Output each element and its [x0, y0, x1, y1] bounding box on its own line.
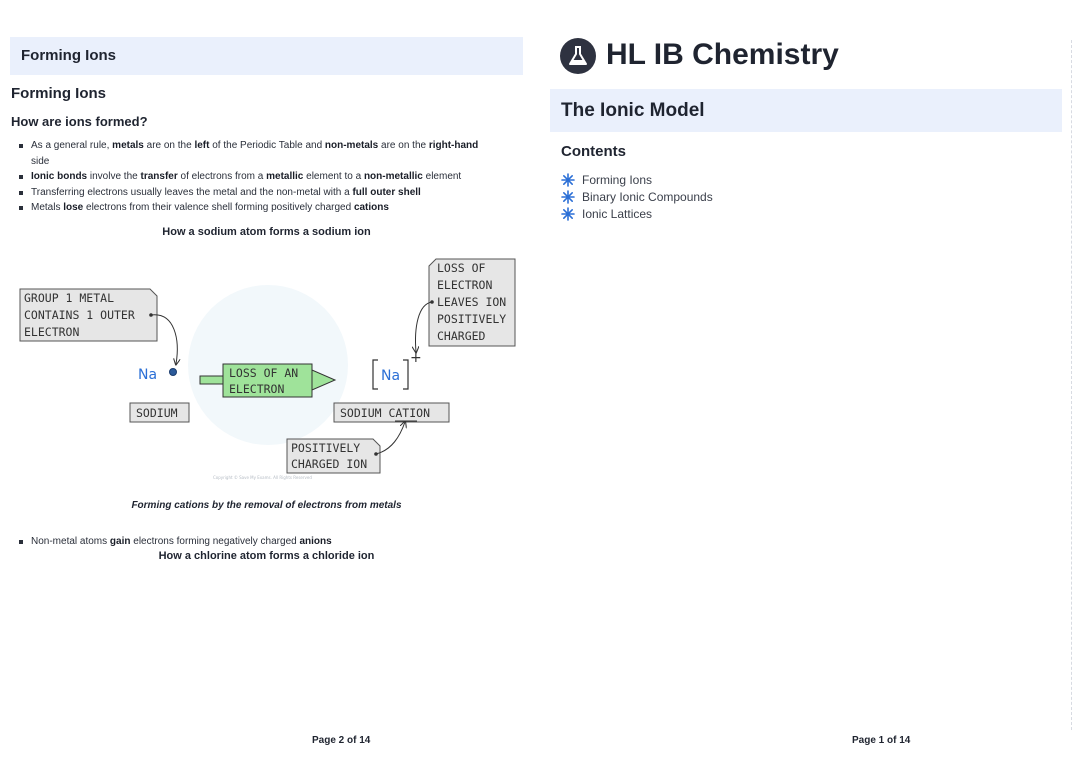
arrow-label-1: LOSS OF AN — [229, 366, 298, 380]
contents-item-label: Binary Ionic Compounds — [582, 190, 713, 204]
ion-charge: + — [410, 350, 422, 366]
contents-item[interactable]: Binary Ionic Compounds — [561, 189, 713, 206]
loss-of-electron-arrow: LOSS OF AN ELECTRON — [199, 363, 337, 398]
contents-title: Contents — [561, 143, 626, 160]
bullet-text: As a general rule, — [31, 140, 113, 151]
sodium-label-text: SODIUM — [136, 406, 178, 420]
group-box-line-2: CONTAINS 1 OUTER — [24, 308, 135, 322]
pointer-arrow-2 — [416, 301, 433, 352]
bullet-text: cations — [353, 202, 389, 213]
group-box-line-3: ELECTRON — [24, 325, 79, 339]
group-1-metal-box: GROUP 1 METAL CONTAINS 1 OUTER ELECTRON — [19, 288, 158, 342]
brand-logo — [560, 38, 596, 74]
bullet-list-2: Non-metal atoms gain electrons forming n… — [10, 534, 495, 550]
sodium-label: SODIUM — [129, 402, 190, 423]
bullet-text: right-hand — [428, 140, 479, 151]
bullet-text: gain — [109, 536, 131, 547]
sodium-ion-diagram: GROUP 1 METAL CONTAINS 1 OUTER ELECTRON … — [19, 258, 516, 480]
asterisk-icon — [561, 190, 575, 204]
bullet-text: Ionic bonds — [31, 171, 88, 182]
positively-charged-box: POSITIVELY CHARGED ION — [286, 438, 381, 474]
subsection-title: How are ions formed? — [11, 114, 148, 129]
loss-box-line-2: ELECTRON — [437, 278, 492, 292]
bullet-text: full outer shell — [352, 186, 421, 198]
bullet-text: non-metallic — [363, 171, 423, 182]
bullet-item: As a general rule, metals are on the lef… — [10, 138, 495, 169]
bullet-text: electrons forming negatively charged — [130, 536, 300, 547]
bullet-text: Transferring electrons usually leaves th… — [31, 186, 353, 198]
contents-item-label: Forming Ions — [582, 173, 653, 187]
page-number-right: Page 1 of 14 — [852, 735, 911, 746]
sodium-cation-label: SODIUM CATION — [333, 402, 450, 423]
section-title: Forming Ions — [11, 85, 106, 102]
bullet-text: element to a — [303, 171, 364, 182]
figure-title: How a sodium atom forms a sodium ion — [162, 226, 371, 238]
page-1: HL IB Chemistry The Ionic Model Contents… — [540, 0, 1080, 758]
arrow-label-2: ELECTRON — [229, 382, 284, 396]
page-2: Forming Ions Forming Ions How are ions f… — [10, 37, 523, 746]
bullet-text: element — [422, 171, 462, 182]
bullet-text: side — [31, 155, 50, 167]
contents-item-label: Ionic Lattices — [582, 207, 653, 221]
topic-banner-title: The Ionic Model — [561, 100, 705, 121]
figure-2-title: How a chlorine atom forms a chloride ion — [158, 550, 375, 562]
bullet-text: Metals — [31, 202, 64, 213]
positive-box-line-1: POSITIVELY — [291, 441, 360, 455]
loss-box-line-4: POSITIVELY — [437, 312, 506, 326]
bullet-text: left — [194, 140, 210, 151]
bullet-text: non-metals — [324, 140, 379, 151]
bullet-item: Ionic bonds involve the transfer of elec… — [10, 169, 495, 185]
page-divider — [1071, 40, 1072, 730]
positive-box-line-2: CHARGED ION — [291, 457, 367, 471]
bullet-item: Transferring electrons usually leaves th… — [10, 185, 495, 201]
bullet-text: anions — [299, 536, 332, 547]
copyright-text: Copyright © Save My Exams. All Rights Re… — [213, 475, 312, 480]
bullet-item: Metals lose electrons from their valence… — [10, 200, 495, 216]
loss-explanation-box: LOSS OF ELECTRON LEAVES ION POSITIVELY C… — [428, 258, 516, 347]
topic-banner: The Ionic Model — [550, 89, 1062, 132]
page-number: Page 2 of 14 — [312, 735, 371, 746]
contents-item[interactable]: Forming Ions — [561, 172, 713, 189]
flask-icon — [569, 46, 587, 65]
bullet-list: As a general rule, metals are on the lef… — [10, 138, 495, 216]
bullet-text: lose — [63, 202, 84, 213]
bullet-text: metallic — [266, 171, 304, 182]
bullet-text: of electrons from a — [177, 171, 267, 182]
bullet-text: are on the — [378, 140, 429, 151]
asterisk-icon — [561, 207, 575, 221]
bullet-text: involve the — [87, 171, 141, 182]
pointer-arrow-3 — [375, 422, 405, 455]
contents-item[interactable]: Ionic Lattices — [561, 206, 713, 223]
outer-electron — [169, 368, 177, 376]
pointer-arrow — [150, 314, 177, 364]
header-banner-title: Forming Ions — [21, 47, 116, 64]
bullet-text: electrons from their valence shell formi… — [83, 202, 354, 213]
ion-symbol: Na — [381, 368, 400, 384]
bullet-item: Non-metal atoms gain electrons forming n… — [10, 534, 495, 550]
loss-box-line-5: CHARGED — [437, 329, 486, 343]
brand-title: HL IB Chemistry — [606, 38, 839, 71]
bullet-text: are on the — [143, 140, 195, 151]
group-box-line-1: GROUP 1 METAL — [24, 291, 114, 305]
cation-label-text: SODIUM CATION — [340, 406, 430, 420]
loss-box-line-3: LEAVES ION — [437, 295, 506, 309]
loss-box-line-1: LOSS OF — [437, 261, 486, 275]
sodium-ion: Na + — [372, 350, 422, 390]
header-banner: Forming Ions — [10, 37, 523, 75]
bullet-text: metals — [112, 140, 144, 151]
bullet-text: transfer — [140, 171, 178, 182]
na-symbol: Na — [138, 367, 157, 383]
asterisk-icon — [561, 173, 575, 187]
figure-caption: Forming cations by the removal of electr… — [131, 500, 402, 511]
bullet-text: Non-metal atoms — [31, 536, 110, 547]
bullet-text: of the Periodic Table and — [209, 140, 325, 151]
